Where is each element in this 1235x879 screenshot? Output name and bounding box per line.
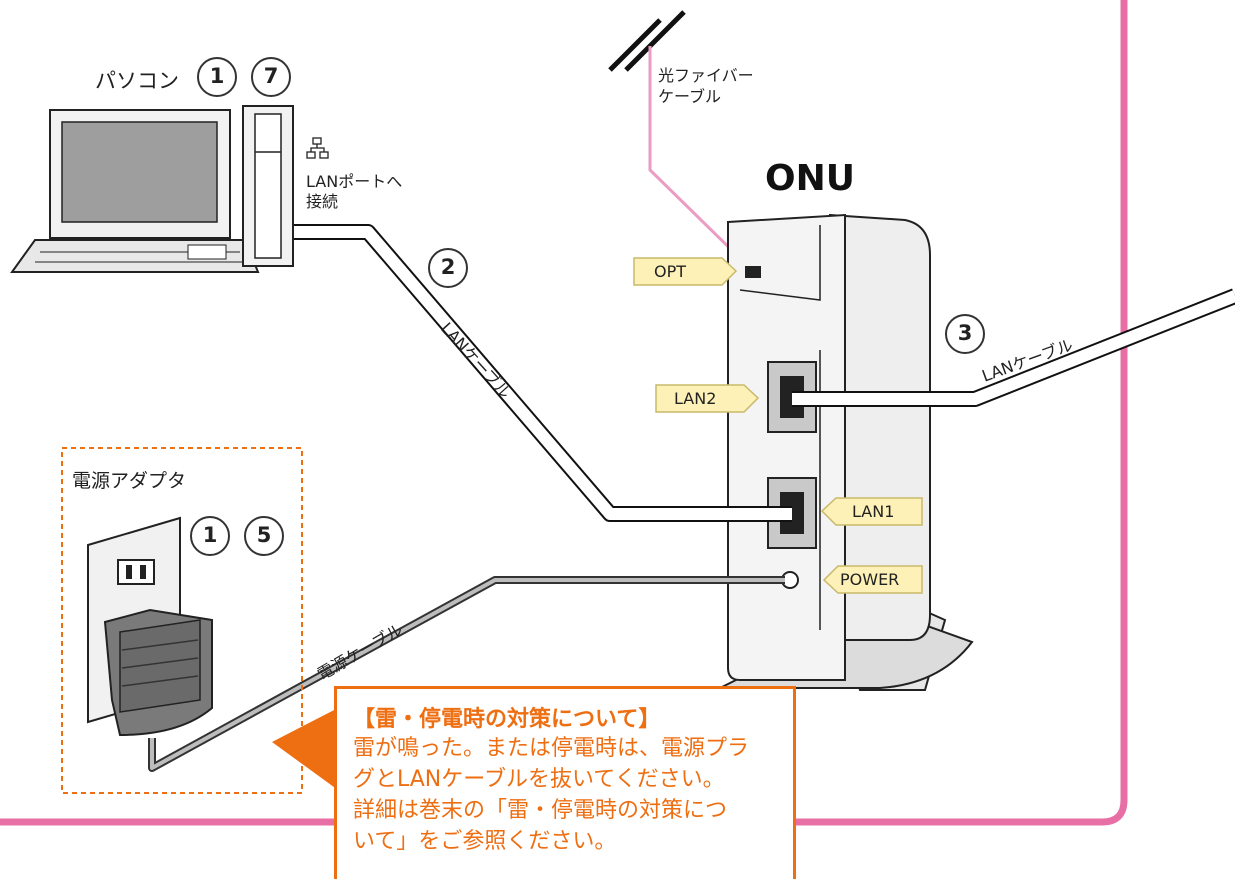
adapter-label: 電源アダプタ (72, 470, 187, 492)
callout-pointer (272, 708, 338, 790)
section-frame (0, 0, 1128, 826)
safety-note-title: 【雷・停電時の対策について】 (353, 707, 661, 732)
pc-step-1: 1 (209, 64, 225, 88)
fiber-label-line2: ケーブル (658, 87, 722, 106)
port-opt-label: OPT (654, 262, 687, 281)
network-icon (306, 137, 329, 159)
cable-out-step: 3 (957, 321, 973, 345)
port-lan2-label: LAN2 (674, 389, 717, 408)
onu-device (719, 213, 974, 691)
adapter-illustration (61, 447, 303, 794)
lan-cable-pc (292, 224, 792, 522)
port-lan1-label: LAN1 (852, 502, 895, 521)
pc-illustration (10, 105, 294, 273)
pc-label: パソコン (95, 69, 179, 93)
lan-port-note-line2: 接続 (306, 192, 339, 211)
cable-pc-step: 2 (440, 255, 456, 279)
power-cable (148, 576, 785, 772)
safety-note-body: 雷が鳴った。または停電時は、電源プラ グとLANケーブルを抜いてください。 詳細… (353, 736, 750, 854)
device-title: ONU (765, 158, 855, 199)
adapter-step-5: 5 (256, 523, 272, 547)
adapter-step-1: 1 (202, 523, 218, 547)
pc-step-7: 7 (263, 64, 279, 88)
fiber-label-line1: 光ファイバー (658, 66, 754, 85)
safety-note: 【雷・停電時の対策について】 雷が鳴った。または停電時は、電源プラ グとLANケ… (334, 686, 796, 879)
lan-port-note-line1: LANポートへ (306, 172, 403, 191)
step-circles (190, 57, 985, 556)
fiber-cable (608, 10, 754, 272)
port-tags (633, 257, 923, 594)
port-power-label: POWER (840, 570, 900, 589)
lan-cable-out (792, 288, 1235, 407)
